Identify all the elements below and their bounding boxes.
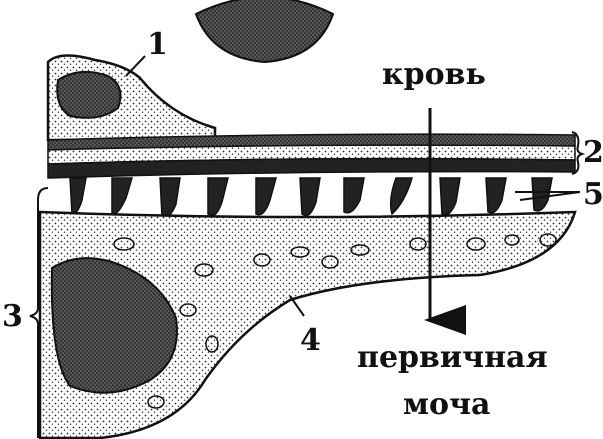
label-1: 1 xyxy=(147,30,168,60)
erythrocyte xyxy=(196,0,333,62)
podocyte-pedicels xyxy=(70,178,552,217)
label-2: 2 xyxy=(583,138,603,168)
label-primary-urine-line2: моча xyxy=(403,390,490,420)
label-primary-urine-line1: первичная xyxy=(357,343,548,373)
label-blood: кровь xyxy=(382,60,486,90)
endothelial-nucleus xyxy=(57,72,120,118)
basement-membrane-lower xyxy=(48,159,575,178)
label-3: 3 xyxy=(2,302,23,332)
label-4: 4 xyxy=(300,326,321,356)
label-5: 5 xyxy=(583,180,603,210)
